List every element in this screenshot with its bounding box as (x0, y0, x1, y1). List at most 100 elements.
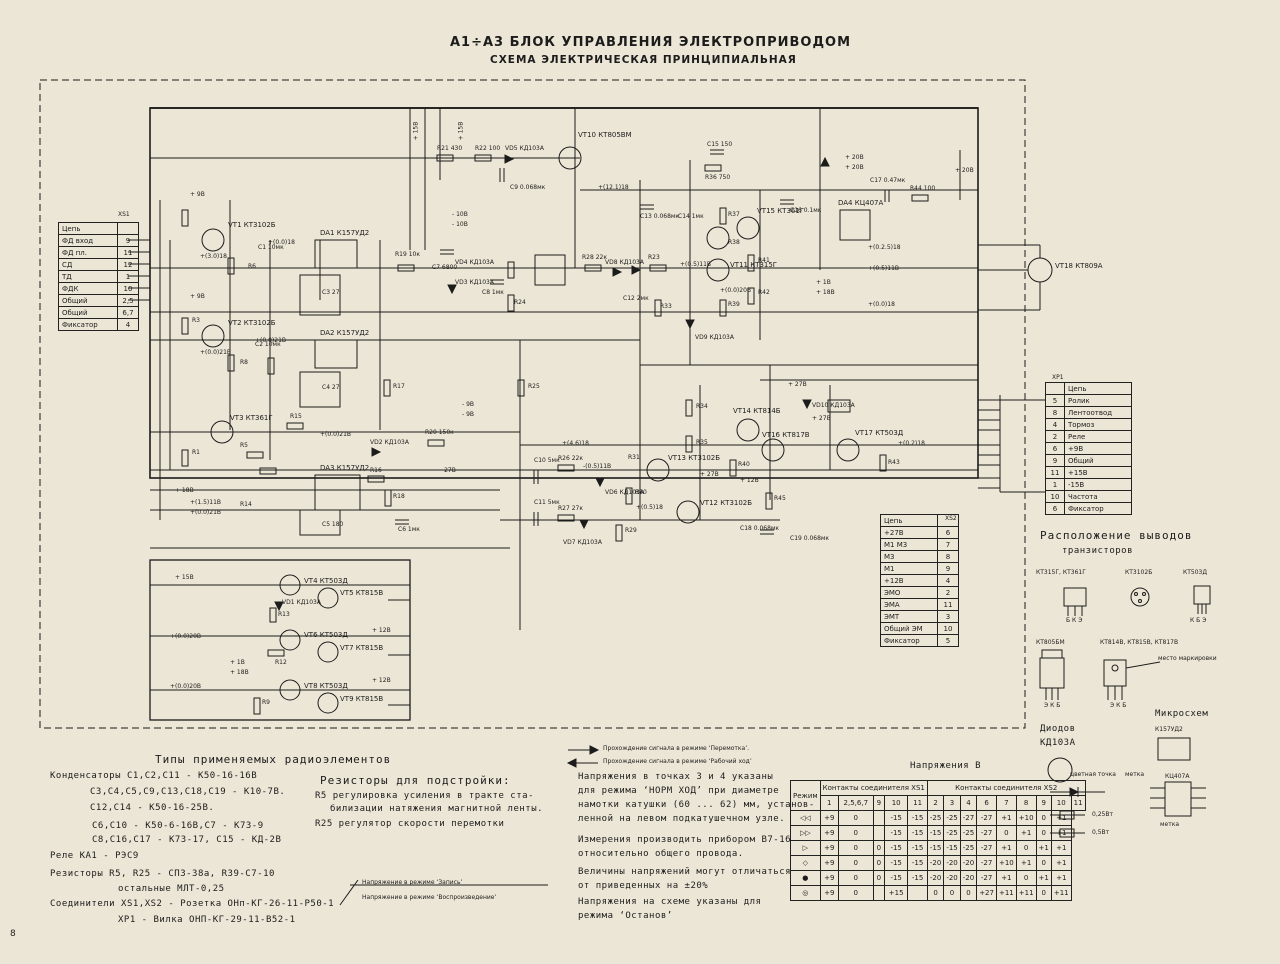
xp1-pin: 6 (1045, 442, 1065, 455)
vt-cell: +11 (1015, 885, 1037, 901)
rail-minus-10v-b: - 10В (452, 221, 468, 228)
rail-plus-20v-a: + 20В (845, 154, 864, 161)
label-r3: R3 (192, 317, 200, 324)
label-vd10: VD10 КД103А (812, 402, 855, 409)
label-vt13: VT13 КТ3102Б (668, 454, 721, 462)
rail-plus-15v-b: + 15В (457, 121, 465, 141)
vt-cell: -15 (943, 840, 961, 856)
label-r28: R28 22к (582, 254, 607, 261)
label-r16: R16 (370, 467, 382, 474)
xs2-pin (937, 514, 959, 527)
vt-cell: +1 (1050, 855, 1072, 871)
res-note-0: 0,25Вт (1092, 811, 1113, 818)
vt-pin-head: 9 (1035, 795, 1052, 811)
vt-cell: 0 (872, 840, 885, 856)
vt-cell: 0 (837, 840, 874, 856)
vt-pin-head: 10 (883, 795, 909, 811)
label-r31: R31 (628, 454, 640, 461)
meas-2: +(3.0)18 (200, 253, 227, 260)
signal-note-0: Прохождение сигнала в режиме ‘Перемотка’… (603, 745, 750, 752)
label-r40: R40 (738, 461, 750, 468)
rail-plus-27v-c: + 27В (700, 471, 719, 478)
label-c15: C15 150 (707, 141, 733, 148)
xs2-pin: 4 (937, 574, 959, 587)
label-r8: R8 (240, 359, 248, 366)
label-r44: R44 100 (910, 185, 936, 192)
diode-note: цветная точка (1070, 771, 1116, 778)
rail-plus-18v-c: + 18В (175, 487, 194, 494)
label-r13: R13 (278, 611, 290, 618)
xp1-signal: +9В (1064, 442, 1132, 455)
vt-mode-symbol: ◇ (790, 855, 821, 871)
vt-cell: +1 (995, 840, 1017, 856)
meas-9: +(4.6)18 (562, 440, 589, 447)
meas-6: +(0.0)18 (868, 301, 895, 308)
label-vd2: VD2 КД103А (370, 439, 409, 446)
label-vt9: VT9 КТ815В (340, 695, 384, 703)
metka-2: метка (1160, 821, 1180, 828)
vt-cell: +1 (1035, 870, 1052, 886)
label-r9: R9 (262, 699, 270, 706)
meas-12: +(0.2)18 (898, 440, 925, 447)
label-vd1: VD1 КД103А (282, 599, 321, 606)
legend-line-9: XP1 - Вилка ОНП-КГ-29-11-В52-1 (118, 915, 296, 925)
label-c7: C7 6800 (432, 264, 458, 271)
rail-plus-9v-a: + 9В (190, 191, 205, 198)
label-r27: R27 27к (558, 505, 583, 512)
rail-plus-12v-b: + 12В (372, 677, 391, 684)
xs2-signal: M1 M3 (880, 538, 938, 551)
xs1-pin: 11 (117, 246, 139, 259)
label-vt7: VT7 КТ815В (340, 644, 384, 652)
label-r29: R29 (625, 527, 637, 534)
xs1-pin: 1 (117, 270, 139, 283)
label-r45: R45 (774, 495, 786, 502)
xp1-title: XP1 (1052, 374, 1064, 381)
label-c18: C18 0.068мк (740, 525, 780, 532)
vt-pin-head: 11 (1070, 795, 1086, 811)
label-r37: R37 (728, 211, 740, 218)
xp1-row: 1-15В (1045, 478, 1132, 491)
xs2-pin: 7 (937, 538, 959, 551)
vt-cell: -15 (883, 855, 909, 871)
vt-cell: +9 (819, 810, 839, 826)
label-vt11: VT11 КТ315Г (730, 261, 778, 269)
meas-14: +(1.5)11В (190, 499, 222, 506)
label-r26: R26 22к (558, 455, 583, 462)
label-r36: R36 750 (705, 174, 731, 181)
vt-cell: -15 (883, 825, 909, 841)
xp1-row: 11+15В (1045, 466, 1132, 479)
xs2-signal: +12В (880, 574, 938, 587)
vt-cell: -27 (976, 840, 997, 856)
rail-plus-15v-c: + 15В (175, 574, 194, 581)
label-r41: R41 (758, 257, 770, 264)
xs2-row: Цепь (880, 514, 959, 527)
xs1-title: XS1 (118, 211, 130, 218)
label-vd9: VD9 КД103А (695, 334, 734, 341)
vt-cell: -15 (907, 810, 928, 826)
legend-line-4: С8,С16,С17 - К73-17, С15 - КД-2В (92, 835, 282, 845)
label-r42: R42 (758, 289, 770, 296)
vt-cell: +1 (1015, 855, 1037, 871)
signal-note-2: Напряжения в точках 3 и 4 указаны (578, 772, 774, 782)
vt-pin-head: 11 (907, 795, 928, 811)
meas-5: +(0.5)11В (868, 265, 900, 272)
label-r34: R34 (696, 403, 708, 410)
label-r39: R39 (728, 301, 740, 308)
signal-note-8: Величины напряжений могут отличаться (578, 867, 792, 877)
label-c6: C6 1мк (398, 526, 420, 533)
xp1-pin: 10 (1045, 490, 1065, 503)
label-r25: R25 (528, 383, 540, 390)
xs1-signal: Общий (58, 294, 118, 307)
vt-cell: +1 (1015, 825, 1037, 841)
pinouts-title: Расположение выводов (1040, 529, 1193, 542)
trim-line-1: билизации натяжения магнитной ленты. (330, 804, 544, 814)
